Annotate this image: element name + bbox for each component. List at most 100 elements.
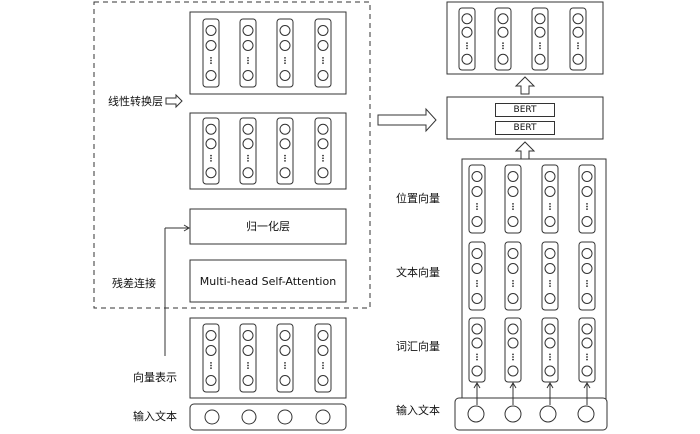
text-vector-column-4-circle-3 [581, 293, 593, 304]
vocab-vector-column-2-dot [512, 356, 514, 358]
output-vector-group-column-2-dot [502, 44, 504, 47]
position-vector-column-3-circle-2 [544, 186, 556, 197]
linear-layer-bottom-column-3 [276, 117, 294, 185]
text-vector-column-3 [541, 241, 559, 311]
vector-representation-group-column-1-circle-2 [205, 345, 217, 356]
position-vector-column-1-circle-2 [471, 186, 483, 197]
main-flow-arrow-icon [377, 107, 437, 133]
vector-representation-group-column-1-dot [210, 362, 212, 364]
position-vector-column-2-dot [512, 208, 514, 211]
position-vector-column-3-circle-1 [544, 171, 556, 182]
linear-layer-bottom-column-3-circle-1 [279, 123, 291, 135]
input-text-label-right: 输入文本 [396, 404, 440, 417]
vocab-vector-column-1 [468, 317, 486, 383]
output-vector-group-column-1-circle-2 [461, 26, 473, 38]
text-vector-column-4-circle-1 [581, 248, 593, 259]
linear-layer-top-column-2-dot [247, 62, 249, 64]
input-token-left-3 [277, 409, 293, 425]
vector-representation-group-column-2 [239, 323, 257, 393]
linear-layer-bottom-column-4-circle-2 [317, 138, 329, 150]
linear-layer-top-column-2-circle-1 [242, 25, 254, 36]
residual-connection-label: 残差连接 [112, 277, 156, 290]
position-vector-column-3-dot [549, 203, 551, 205]
linear-layer-top-column-1-circle-2 [205, 40, 217, 51]
vector-representation-group-column-2-circle-1 [242, 330, 254, 341]
output-vector-group-column-1-dot [466, 47, 468, 50]
input-text-label-left: 输入文本 [133, 410, 177, 423]
position-vector-label: 位置向量 [396, 192, 440, 205]
multi-head-attention-text: Multi-head Self-Attention [199, 275, 337, 288]
position-vector-column-4-circle-3 [581, 216, 593, 227]
text-vector-column-4-dot [586, 282, 588, 285]
output-vector-group-column-4-circle-3 [572, 53, 584, 65]
linear-layer-top-column-4 [314, 18, 332, 88]
vocab-vector-column-4-circle-3 [581, 365, 593, 377]
position-vector-column-2-dot [512, 203, 514, 205]
vector-representation-group-column-2-dot [247, 364, 249, 367]
position-vector-column-4-dot [586, 208, 588, 211]
input-to-vocab-arrow-3-head [546, 382, 554, 389]
vector-representation-group-column-2-circle-2 [242, 345, 254, 356]
linear-layer-top-column-2 [239, 18, 257, 88]
linear-layer-top-column-2-circle-2 [242, 40, 254, 51]
vector-representation-group-column-1-circle-3 [205, 375, 217, 386]
text-vector-column-2-circle-1 [507, 248, 519, 259]
position-vector-column-1-dot [476, 205, 478, 208]
vector-representation-group-column-2-dot [247, 367, 249, 369]
output-vector-group-column-3-dot [539, 47, 541, 50]
linear-layer-bottom-column-1-dot [210, 154, 212, 157]
multi-head-attention-box [189, 259, 347, 303]
linear-layer-bottom-column-1-dot [210, 159, 212, 162]
linear-layer-top-column-2-dot [247, 59, 249, 62]
text-vector-column-2-circle-2 [507, 263, 519, 274]
vector-representation-label: 向量表示 [133, 371, 177, 384]
linear-layer-top-column-1-dot [210, 62, 212, 64]
vector-representation-group-column-3-circle-2 [279, 345, 291, 356]
linear-layer-bottom-column-3-dot [284, 159, 286, 162]
linear-layer-top-column-2-circle-3 [242, 70, 254, 81]
linear-layer-top-column-2-dot [247, 57, 249, 59]
vocab-vector-column-3-circle-1 [544, 323, 556, 335]
vector-representation-group-column-3-dot [284, 367, 286, 369]
text-vector-column-1-circle-3 [471, 293, 483, 304]
linear-layer-top-column-1-circle-1 [205, 25, 217, 36]
linear-layer-top-column-3-dot [284, 62, 286, 64]
linear-layer-top-column-4-dot [322, 62, 324, 64]
position-vector-column-1-circle-1 [471, 171, 483, 182]
input-token-left-4 [315, 409, 331, 425]
transformer-dashed-block [93, 1, 371, 309]
output-vector-group-column-2-circle-1 [497, 13, 509, 25]
output-vector-group-column-2-circle-2 [497, 26, 509, 38]
text-vector-column-1-dot [476, 285, 478, 287]
output-vector-group-column-1 [458, 7, 476, 71]
text-vector-column-4 [578, 241, 596, 311]
vector-representation-group-column-4-dot [322, 367, 324, 369]
vocab-vector-column-1-dot [476, 356, 478, 358]
linear-layer-bottom-column-1 [202, 117, 220, 185]
linear-layer-top-column-3-circle-1 [279, 25, 291, 36]
linear-layer-label: 线性转换层 [108, 95, 163, 108]
linear-layer-bottom-column-1-circle-2 [205, 138, 217, 150]
vector-representation-group-column-1-dot [210, 367, 212, 369]
output-vector-group-column-4-circle-1 [572, 13, 584, 25]
output-vector-group-column-3-circle-2 [534, 26, 546, 38]
vector-representation-group-column-4-circle-1 [317, 330, 329, 341]
position-vector-column-1-dot [476, 208, 478, 211]
linear-layer-top-column-3-circle-3 [279, 70, 291, 81]
output-vector-group-column-1-dot [466, 44, 468, 47]
position-vector-column-4-dot [586, 205, 588, 208]
vocab-vector-column-1-circle-3 [471, 365, 483, 377]
output-vector-group-column-2-circle-3 [497, 53, 509, 65]
text-vector-column-1-dot [476, 282, 478, 285]
vocab-vector-column-2-dot [512, 358, 514, 361]
text-vector-column-4-circle-2 [581, 263, 593, 274]
vector-representation-group-column-2-dot [247, 362, 249, 364]
residual-arrow-head [183, 224, 190, 232]
linear-layer-top-column-3-circle-2 [279, 40, 291, 51]
linear-layer-bottom-column-2-circle-1 [242, 123, 254, 135]
linear-layer-bottom-column-2-dot [247, 157, 249, 160]
diagram-shapes [93, 1, 608, 431]
text-vector-column-1-circle-1 [471, 248, 483, 259]
output-vector-group-column-2 [494, 7, 512, 71]
position-vector-column-2-dot [512, 205, 514, 208]
